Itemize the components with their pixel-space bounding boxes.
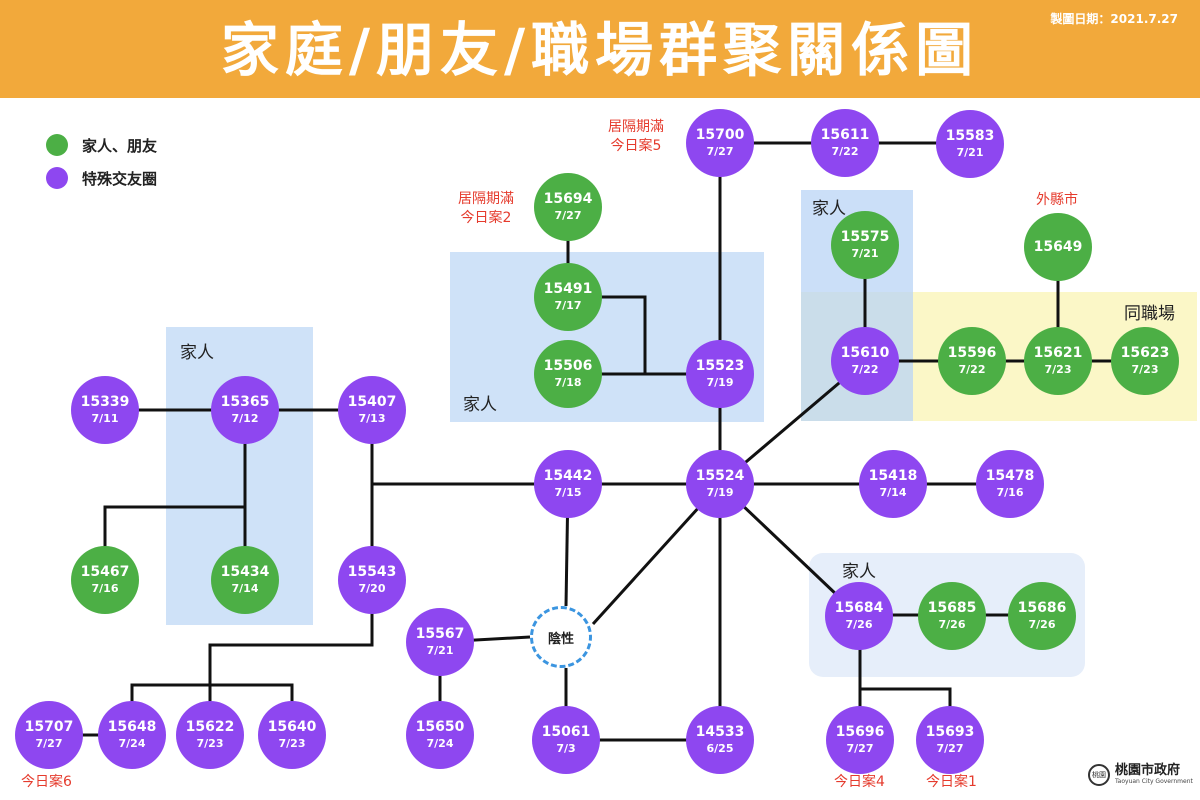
- note-15694: 居隔期滿 今日案2: [458, 190, 514, 228]
- note-15700-line1: 居隔期滿: [608, 119, 664, 135]
- zone-label-family-top: 家人: [463, 395, 497, 415]
- legend-label-family-friend: 家人、朋友: [82, 136, 158, 155]
- node-15649: 15649: [1024, 213, 1092, 281]
- legend-purple-dot: [46, 167, 68, 189]
- zone-label-family-left: 家人: [180, 343, 214, 363]
- zone-label-family-right: 家人: [812, 199, 846, 219]
- zone-label-workplace: 同職場: [1124, 304, 1175, 324]
- note-15693: 今日案1: [926, 774, 977, 790]
- legend-item-family-friend: 家人、朋友: [46, 134, 157, 156]
- note-15696: 今日案4: [834, 774, 885, 790]
- note-15694-line1: 居隔期滿: [458, 191, 514, 207]
- government-name-english: Taoyuan City Government: [1115, 778, 1193, 785]
- note-15700: 居隔期滿 今日案5: [608, 118, 664, 156]
- page-title: 家庭/朋友/職場群聚關係圖: [220, 16, 980, 84]
- note-15649: 外縣市: [1036, 192, 1078, 208]
- government-logo: 桃園 桃園市政府 Taoyuan City Government: [1088, 764, 1193, 786]
- note-15707: 今日案6: [21, 774, 72, 790]
- chart-date: 製圖日期：2021.7.27: [1050, 12, 1178, 26]
- note-15700-line2: 今日案5: [610, 138, 662, 154]
- legend-label-special-circle: 特殊交友圈: [82, 169, 158, 188]
- government-name: 桃園市政府: [1115, 763, 1181, 778]
- note-15694-line2: 今日案2: [460, 210, 512, 226]
- legend-item-special-circle: 特殊交友圈: [46, 167, 157, 189]
- header-bar: [0, 0, 1200, 98]
- zone-label-family-bottom: 家人: [842, 562, 876, 582]
- legend-green-dot: [46, 134, 68, 156]
- government-seal-icon: 桃園: [1088, 764, 1110, 786]
- node-negative: 陰性: [530, 606, 592, 668]
